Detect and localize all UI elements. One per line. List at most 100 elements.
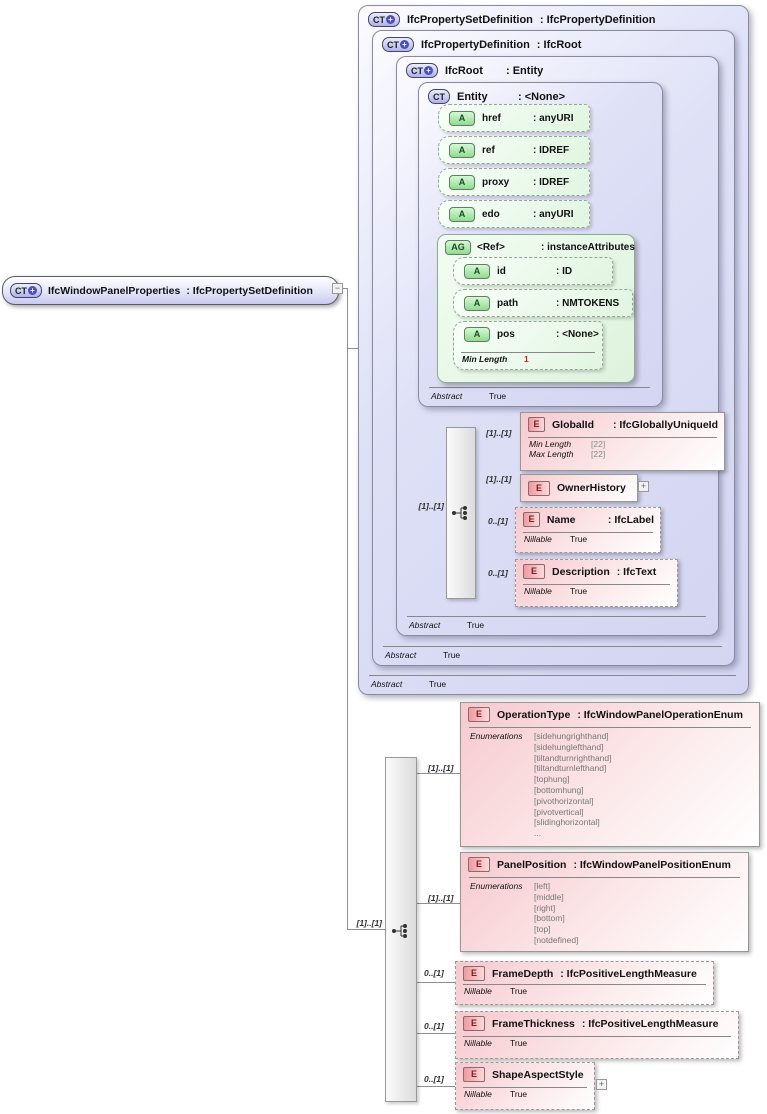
element-name: FrameDepth xyxy=(492,967,554,980)
expand-button[interactable]: + xyxy=(596,1079,607,1090)
facet-area: Min Length 1 xyxy=(461,352,595,365)
element-framethickness[interactable]: E FrameThickness : IfcPositiveLengthMeas… xyxy=(455,1011,739,1059)
enum-value: [pivothorizontal] xyxy=(534,795,594,806)
attribute-title-row: A pos : <None> xyxy=(454,322,602,342)
enum-value: [notdefined] xyxy=(534,934,579,945)
enum-value: [bottomhung] xyxy=(534,784,584,795)
attribute-proxy[interactable]: A proxy : IDREF xyxy=(438,168,590,196)
element-globalid[interactable]: E GlobalId : IfcGloballyUniqueId Min Len… xyxy=(520,412,725,471)
cardinality-label: [1]..[1] xyxy=(418,501,445,511)
derived-plus-icon: + xyxy=(400,40,409,49)
element-header: E ShapeAspectStyle xyxy=(456,1063,594,1082)
facet-row: Min Length 1 xyxy=(462,354,529,364)
collapse-button[interactable]: − xyxy=(332,283,343,294)
enum-value: [sidehungrighthand] xyxy=(534,731,609,741)
attribute-name: ref xyxy=(482,144,495,156)
element-name: OwnerHistory xyxy=(557,482,626,494)
facet-area: Nillable True xyxy=(523,532,653,545)
sequence-bar xyxy=(446,427,476,599)
expand-button[interactable]: + xyxy=(638,481,649,492)
element-icon: E xyxy=(463,1067,485,1082)
element-name: GlobalId xyxy=(551,418,594,431)
element-icon: E xyxy=(463,966,485,981)
enumerations-label: Enumerations xyxy=(470,731,523,741)
element-header: E Description : IfcText xyxy=(516,560,677,579)
element-name-optional[interactable]: E Name : IfcLabel Nillable True xyxy=(515,507,661,553)
cardinality-label: [1]..[1] xyxy=(356,918,383,928)
abstract-facet: Abstract True xyxy=(429,387,650,401)
abstract-facet: Abstract True xyxy=(369,675,736,689)
enum-value: [middle] xyxy=(534,891,564,902)
attribute-pos[interactable]: A pos : <None> Min Length 1 xyxy=(453,321,603,370)
type-name: IfcRoot xyxy=(445,64,483,77)
group-type: : instanceAttributes xyxy=(541,242,635,253)
element-shapeaspectstyle[interactable]: E ShapeAspectStyle Nillable True xyxy=(455,1062,595,1110)
sequence-icon xyxy=(392,924,407,938)
attribute-name: id xyxy=(497,265,506,277)
attribute-path[interactable]: A path : NMTOKENS xyxy=(453,289,633,317)
element-type: : IfcPositiveLengthMeasure xyxy=(581,1017,719,1030)
attribute-icon: A xyxy=(464,263,490,279)
cardinality-label: 0..[1] xyxy=(488,516,508,526)
cardinality-label: [1]..[1] xyxy=(486,428,512,438)
attribute-href[interactable]: A href : anyURI xyxy=(438,104,590,132)
enum-value: [tiltandturnlefthand] xyxy=(534,763,607,774)
connector-line xyxy=(343,288,348,289)
cardinality-label: [1]..[1] xyxy=(428,763,454,773)
facet-area: Min Length [22] Max Length [22] xyxy=(528,437,717,459)
enumeration-list: [left] [middle] [right] [bottom] [top] [… xyxy=(534,881,578,946)
connector-trunk xyxy=(347,288,348,929)
element-name: PanelPosition xyxy=(497,858,567,871)
attribute-icon: A xyxy=(449,142,475,158)
attribute-name: proxy xyxy=(482,176,510,188)
attribute-id[interactable]: A id : ID xyxy=(453,257,613,285)
element-panelposition[interactable]: E PanelPosition : IfcWindowPanelPosition… xyxy=(460,852,749,952)
element-icon: E xyxy=(523,512,540,527)
element-operationtype[interactable]: E OperationType : IfcWindowPanelOperatio… xyxy=(460,702,760,847)
element-icon: E xyxy=(468,857,490,872)
element-description[interactable]: E Description : IfcText Nillable True xyxy=(515,559,678,607)
attribute-icon: A xyxy=(464,327,490,342)
facet-row: Min Length [22] xyxy=(529,439,606,449)
root-element-ifcwindowpanelproperties[interactable]: CT+ IfcWindowPanelProperties : IfcProper… xyxy=(2,276,339,305)
element-ownerhistory[interactable]: E OwnerHistory xyxy=(520,474,638,502)
attribute-name: href xyxy=(482,112,501,124)
attribute-icon: A xyxy=(449,206,475,222)
enum-value: [tophung] xyxy=(534,774,570,785)
base-type: : Entity xyxy=(506,64,544,77)
element-name: IfcWindowPanelProperties xyxy=(48,284,181,297)
attribute-type: : IDREF xyxy=(533,144,570,156)
enum-value: [pivotvertical] xyxy=(534,806,584,817)
complextype-icon: CT+ xyxy=(10,283,42,298)
attribute-type: : NMTOKENS xyxy=(556,297,620,309)
attribute-type: : <None> xyxy=(556,329,599,340)
cardinality-label: 0..[1] xyxy=(424,1074,444,1084)
enum-value: [sidehunglefthand] xyxy=(534,741,604,752)
attribute-ref[interactable]: A ref : IDREF xyxy=(438,136,590,164)
enumeration-area: Enumerations [sidehungrighthand] [sidehu… xyxy=(469,727,751,839)
attribute-name: edo xyxy=(482,208,500,220)
base-type: : IfcRoot xyxy=(536,38,582,51)
base-type: : IfcPropertyDefinition xyxy=(539,13,656,26)
enum-value: [bottom] xyxy=(534,913,565,924)
abstract-facet: Abstract True xyxy=(407,616,706,630)
type-name: Entity xyxy=(457,90,488,103)
element-icon: E xyxy=(463,1016,485,1031)
enum-value: [right] xyxy=(534,902,556,913)
attribute-type: : anyURI xyxy=(533,112,574,124)
connector-line xyxy=(415,1033,455,1034)
element-framedepth[interactable]: E FrameDepth : IfcPositiveLengthMeasure … xyxy=(455,961,714,1005)
facet-row: Nillable True xyxy=(464,1038,528,1048)
attribute-icon: A xyxy=(449,110,475,126)
facet-area: Nillable True xyxy=(463,1087,587,1100)
enumerations-label: Enumerations xyxy=(470,881,523,891)
facet-row: Nillable True xyxy=(464,986,528,996)
group-name: <Ref> xyxy=(477,242,505,253)
connector-line xyxy=(347,929,385,930)
attribute-edo[interactable]: A edo : anyURI xyxy=(438,200,590,228)
facet-row: Max Length [22] xyxy=(529,448,606,459)
attribute-type: : ID xyxy=(556,265,573,277)
element-header: E PanelPosition : IfcWindowPanelPosition… xyxy=(461,853,748,872)
element-name: FrameThickness xyxy=(492,1017,575,1030)
element-type: : IfcWindowPanelOperationEnum xyxy=(577,708,743,721)
